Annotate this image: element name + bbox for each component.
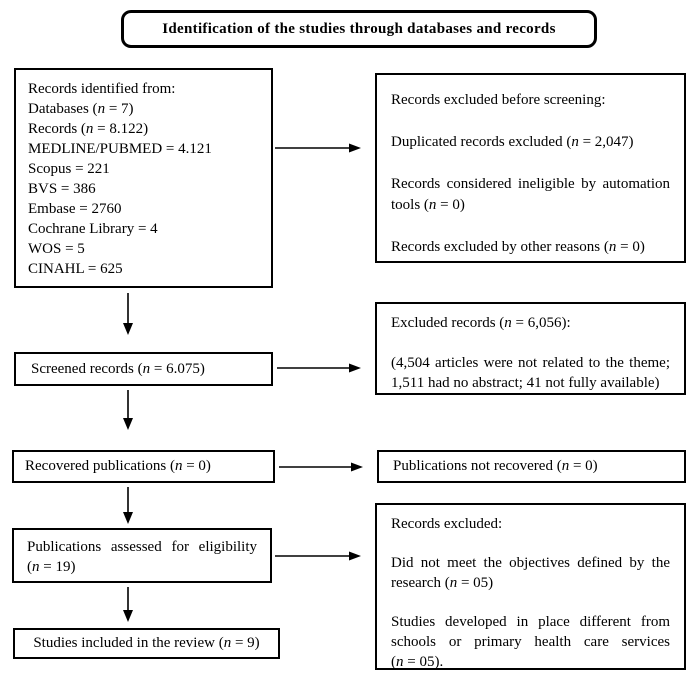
records-excluded-heading: Records excluded: (391, 516, 503, 532)
excluded-records-detail-line: 1,511 had no abstract; 41 not fully avai… (391, 375, 660, 391)
different-place-line: Studies developed in place different fro… (391, 614, 670, 630)
records-identified-box: Records identified from: Databases (n = … (14, 68, 273, 288)
records-identified-line: WOS = 5 (28, 241, 85, 257)
studies-included-box: Studies included in the review (n = 9) (13, 628, 280, 659)
recovered-publications-label: Recovered publications (n = 0) (25, 458, 211, 474)
records-identified-line: Records identified from: (28, 81, 176, 97)
other-reasons-line: Records excluded by other reasons (n = 0… (391, 239, 645, 255)
recovered-publications-box: Recovered publications (n = 0) (12, 450, 275, 483)
arrow-screened-to-recovered (123, 390, 133, 430)
studies-included-label: Studies included in the review (n = 9) (33, 635, 260, 651)
records-identified-line: MEDLINE/PUBMED = 4.121 (28, 141, 212, 157)
arrow-recovered-to-not-recovered (279, 462, 363, 472)
title-box: Identification of the studies through da… (121, 10, 597, 48)
records-excluded-before-screening-box: Records excluded before screening: Dupli… (375, 73, 686, 263)
excluded-before-heading: Records excluded before screening: (391, 92, 606, 108)
screened-records-box: Screened records (n = 6.075) (14, 352, 273, 386)
arrow-assessed-to-records-excluded (275, 551, 361, 561)
records-identified-line: Records (n = 8.122) (28, 121, 149, 137)
excluded-records-detail-line: (4,504 articles were not related to the … (391, 355, 670, 371)
objectives-line: Did not meet the objectives defined by t… (391, 555, 670, 571)
publications-assessed-box: Publications assessed for eligibility (n… (12, 528, 272, 583)
records-identified-line: Embase = 2760 (28, 201, 122, 217)
publications-assessed-line: Publications assessed for eligibility (27, 539, 257, 555)
different-place-line: schools or primary health care services (391, 634, 670, 650)
arrow-screened-to-excluded-records (277, 363, 361, 373)
records-excluded-box: Records excluded: Did not meet the objec… (375, 503, 686, 670)
automation-tools-line: tools (n = 0) (391, 197, 465, 213)
excluded-records-heading: Excluded records (n = 6,056): (391, 315, 571, 331)
records-identified-line: Scopus = 221 (28, 161, 110, 177)
publications-assessed-line: (n = 19) (27, 559, 76, 575)
records-identified-line: Cochrane Library = 4 (28, 221, 158, 237)
records-identified-line: Databases (n = 7) (28, 101, 134, 117)
publications-not-recovered-box: Publications not recovered (n = 0) (377, 450, 686, 483)
arrow-identified-to-screened (123, 293, 133, 335)
automation-tools-line: Records considered ineligible by automat… (391, 176, 670, 192)
excluded-records-box: Excluded records (n = 6,056): (4,504 art… (375, 302, 686, 395)
objectives-line: research (n = 05) (391, 575, 494, 591)
arrow-identified-to-excluded-before (275, 143, 361, 153)
diagram-title: Identification of the studies through da… (162, 20, 556, 37)
publications-not-recovered-label: Publications not recovered (n = 0) (393, 458, 598, 474)
different-place-line: (n = 05). (391, 654, 444, 670)
arrow-recovered-to-assessed (123, 487, 133, 524)
records-identified-line: BVS = 386 (28, 181, 96, 197)
arrow-assessed-to-included (123, 587, 133, 622)
duplicated-records-line: Duplicated records excluded (n = 2,047) (391, 134, 634, 150)
records-identified-line: CINAHL = 625 (28, 261, 123, 277)
screened-records-label: Screened records (n = 6.075) (31, 360, 205, 377)
